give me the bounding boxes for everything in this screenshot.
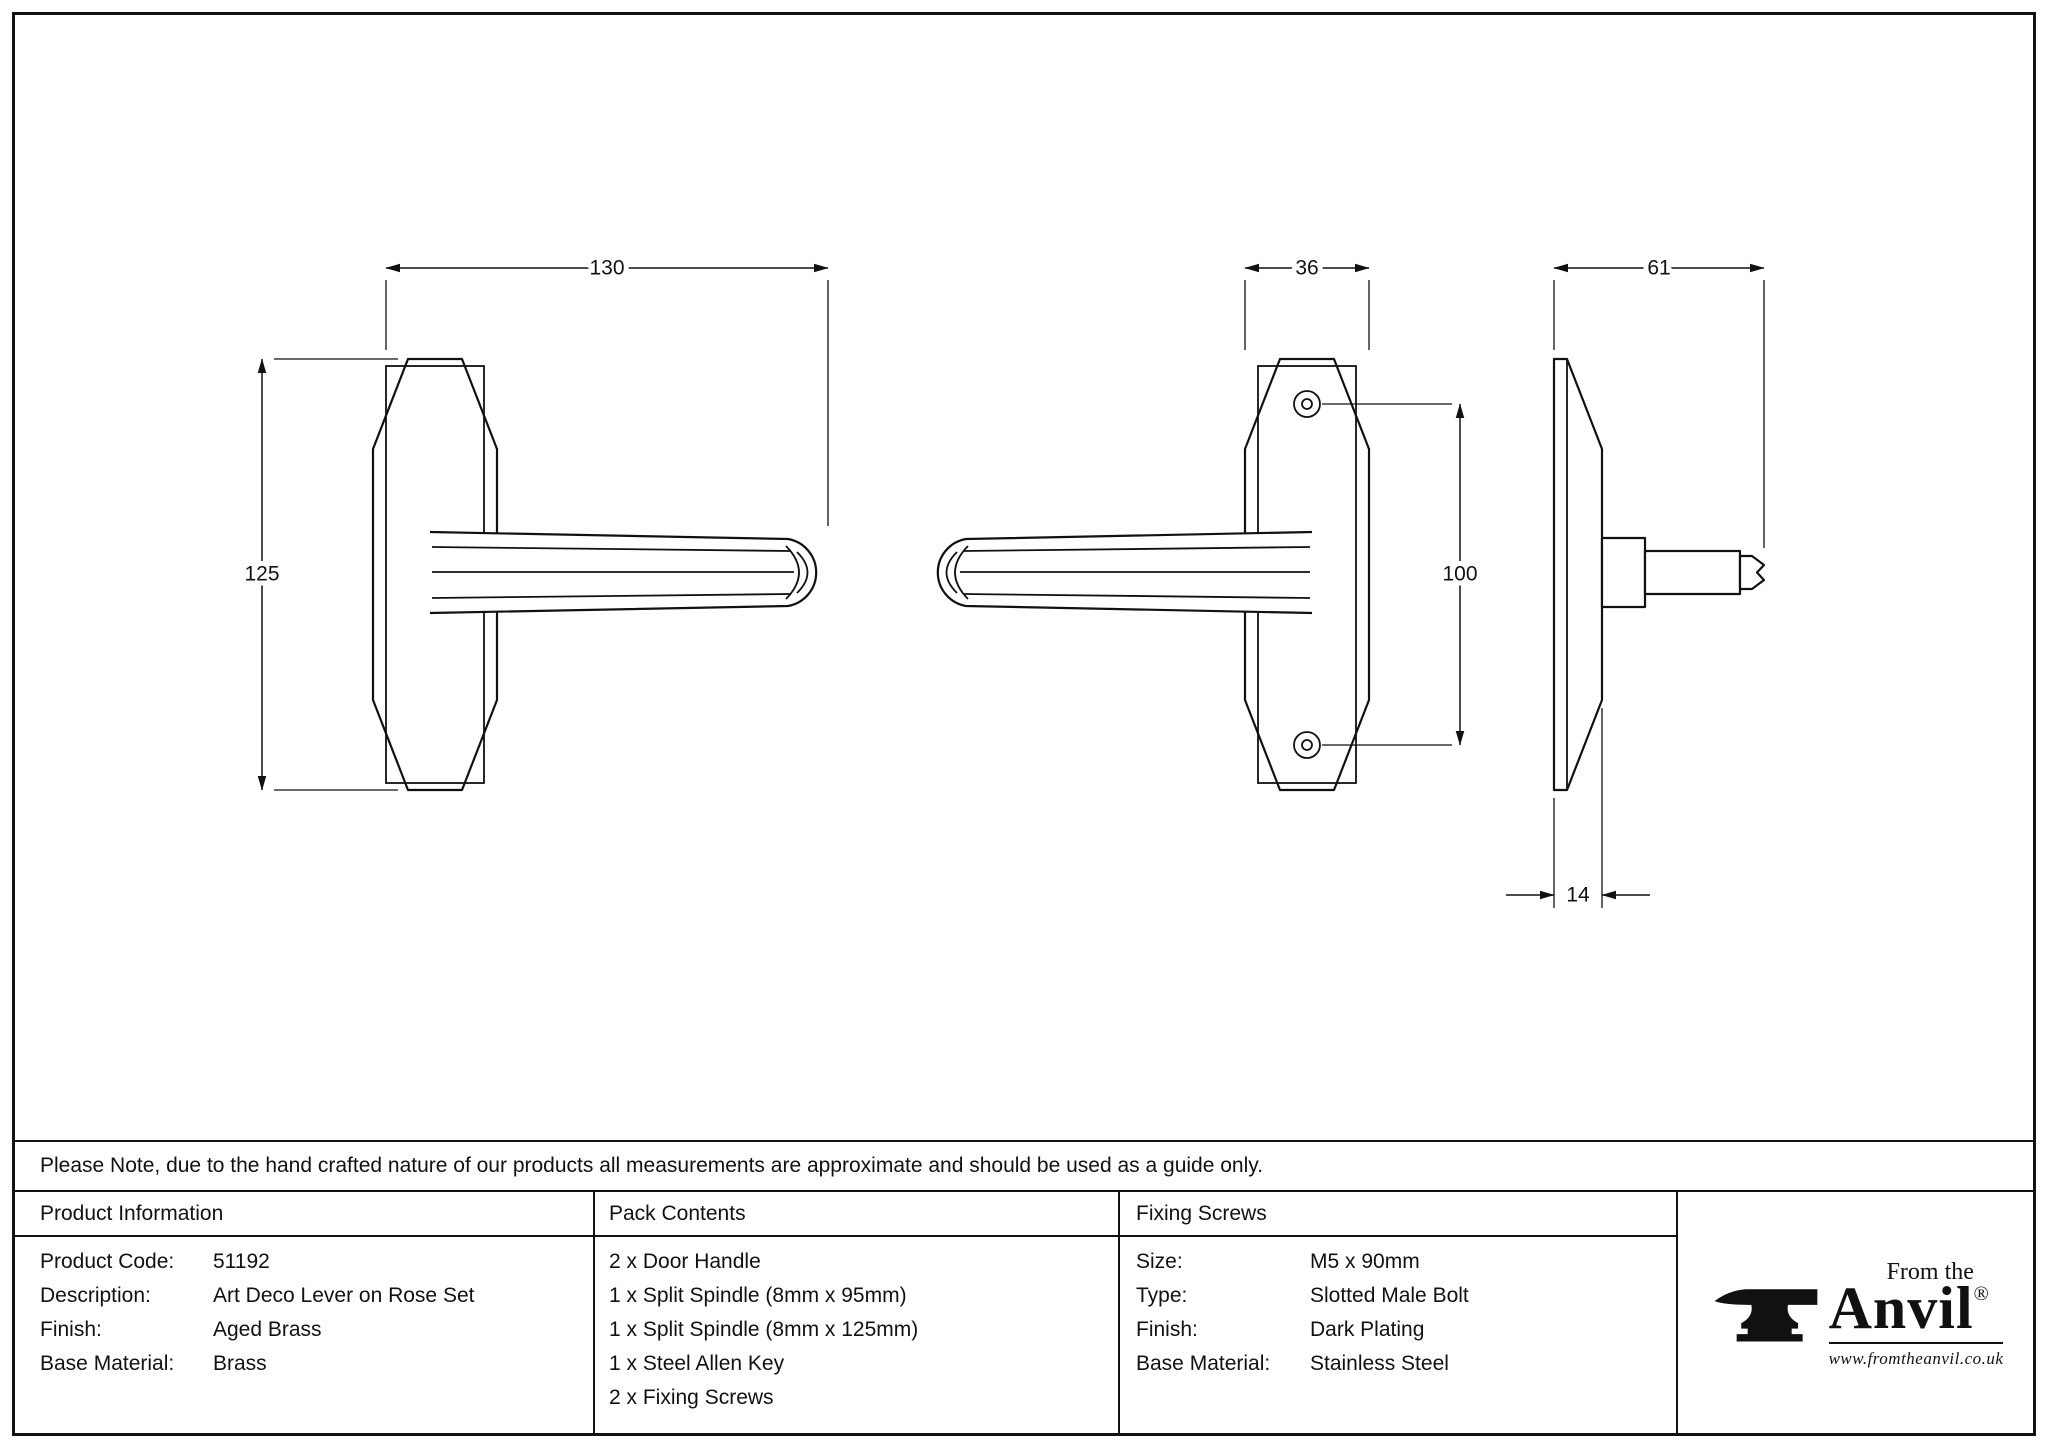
side-profile-view [1552,357,1766,792]
dim-lever-length: 130 [385,252,829,526]
list-item: 2 x Fixing Screws [609,1386,774,1409]
anvil-logo-cell: From the Anvil® www.fromtheanvil.co.uk [1678,1192,2036,1436]
dim-rose-width-label: 36 [1295,257,1318,280]
row-label: Base Material: [1136,1352,1271,1375]
dim-plate-height-label: 125 [244,563,279,586]
spindle-tip [1738,554,1766,591]
row-value: Stainless Steel [1310,1352,1449,1375]
dim-screw-centres: 100 [1322,403,1483,746]
logo-tagline: From the [1886,1259,1974,1285]
measurement-note: Please Note, due to the hand crafted nat… [12,1140,2036,1192]
fixing-screws-header: Fixing Screws [1120,1192,1676,1237]
row-label: Description: [40,1284,151,1307]
spec-table: Product Information Product Code: 51192 … [12,1192,2036,1436]
logo-name: Anvil® [1829,1278,2004,1338]
list-item: 1 x Steel Allen Key [609,1352,785,1375]
product-information-section: Product Information Product Code: 51192 … [12,1192,595,1436]
logo-name-text: Anvil [1828,1275,1974,1341]
table-row: Product Code: 51192 [40,1245,593,1279]
row-value: M5 x 90mm [1310,1250,1420,1273]
screw-hole-bottom [1293,731,1321,759]
dim-screw-centres-label: 100 [1442,563,1477,586]
dim-rose-width: 36 [1244,252,1370,350]
row-value: Art Deco Lever on Rose Set [213,1284,475,1307]
anvil-icon [1711,1274,1821,1354]
pack-contents-header: Pack Contents [595,1192,1118,1237]
dim-projection-label: 61 [1647,257,1670,280]
fixing-screws-section: Fixing Screws Size: M5 x 90mm Type: Slot… [1120,1192,1678,1436]
registered-mark: ® [1973,1283,1990,1305]
row-label: Base Material: [40,1352,175,1375]
dim-projection: 61 [1553,252,1765,548]
list-item: 1 x Split Spindle (8mm x 125mm) [609,1318,919,1341]
list-item: 2 x Door Handle [609,1250,761,1273]
list-item: 1 x Split Spindle (8mm x 95mm) [609,1284,907,1307]
dim-plate-height: 125 [239,358,398,791]
dim-rose-depth: 14 [1506,708,1650,912]
table-row: Base Material: Stainless Steel [1136,1347,1676,1381]
row-value: 51192 [213,1250,270,1273]
technical-drawing: 130 125 36 100 61 14 [239,252,1766,912]
table-row: Finish: Aged Brass [40,1313,593,1347]
lever-rear-view [936,357,1371,792]
row-label: Size: [1136,1250,1183,1273]
logo-website[interactable]: www.fromtheanvil.co.uk [1828,1342,2004,1369]
row-value: Brass [213,1352,267,1375]
row-value: Aged Brass [213,1318,322,1341]
row-label: Product Code: [40,1250,175,1273]
row-value: Dark Plating [1310,1318,1425,1341]
dim-lever-length-label: 130 [589,257,624,280]
table-row: Size: M5 x 90mm [1136,1245,1676,1279]
row-value: Slotted Male Bolt [1310,1284,1469,1307]
table-row: Finish: Dark Plating [1136,1313,1676,1347]
anvil-logo: From the Anvil® www.fromtheanvil.co.uk [1711,1259,2004,1369]
pack-contents-section: Pack Contents 2 x Door Handle 1 x Split … [595,1192,1120,1436]
row-label: Type: [1136,1284,1188,1307]
dim-rose-depth-label: 14 [1566,884,1590,907]
product-information-header: Product Information [12,1192,593,1237]
table-row: Description: Art Deco Lever on Rose Set [40,1279,593,1313]
screw-hole-top [1293,390,1321,418]
lever-front-view [371,357,818,792]
table-row: Type: Slotted Male Bolt [1136,1279,1676,1313]
drawing-border [12,12,2036,1436]
row-label: Finish: [40,1318,102,1341]
row-label: Finish: [1136,1318,1198,1341]
table-row: Base Material: Brass [40,1347,593,1381]
